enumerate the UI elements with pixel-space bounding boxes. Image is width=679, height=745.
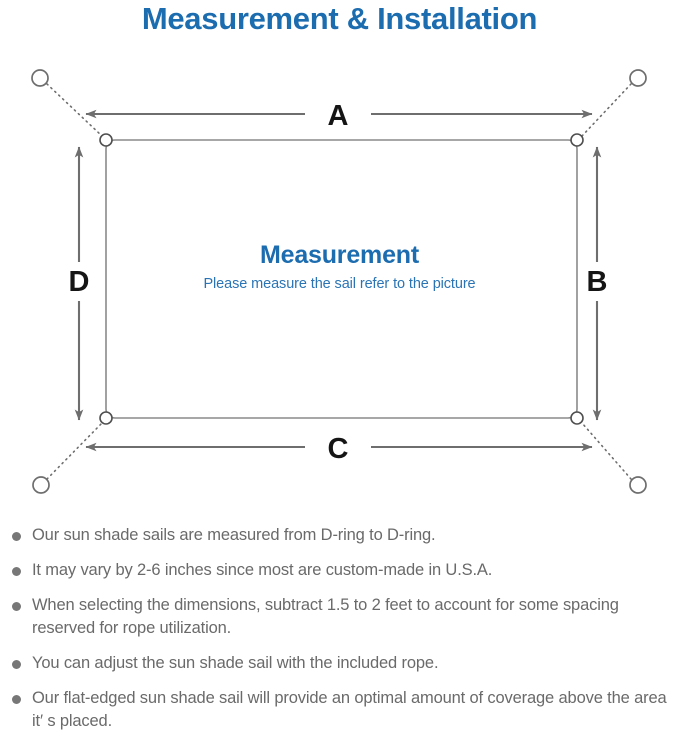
list-item: You can adjust the sun shade sail with t… [0, 652, 679, 675]
dimension-c-label: C [328, 433, 349, 465]
anchor-bottom-left-icon [32, 476, 50, 494]
list-item: Our flat-edged sun shade sail will provi… [0, 687, 679, 733]
note-text: You can adjust the sun shade sail with t… [32, 654, 439, 672]
rope-top-left [46, 83, 103, 137]
d-ring-top-right-icon [570, 133, 584, 147]
page-title: Measurement & Installation [141, 1, 538, 36]
rope-lines [46, 83, 632, 480]
anchor-points [31, 69, 647, 494]
list-item: Our sun shade sails are measured from D-… [0, 524, 679, 547]
sail-measurement-diagram: A C D B [0, 48, 679, 518]
anchor-top-left-icon [31, 69, 49, 87]
list-item: It may vary by 2-6 inches since most are… [0, 559, 679, 582]
d-ring-bottom-left-icon [99, 411, 113, 425]
rope-bottom-right [581, 422, 632, 480]
shade-sail-body [105, 139, 578, 419]
dimension-d-label: D [69, 266, 90, 298]
rope-bottom-left [46, 422, 103, 480]
d-ring-top-left-icon [99, 133, 113, 147]
anchor-bottom-right-icon [629, 476, 647, 494]
note-text: Our flat-edged sun shade sail will provi… [32, 689, 667, 730]
dimension-b-label: B [587, 266, 608, 298]
notes-list: Our sun shade sails are measured from D-… [0, 524, 679, 745]
bullet-icon [12, 602, 21, 611]
bullet-icon [12, 660, 21, 669]
d-rings [99, 133, 584, 425]
note-text: Our sun shade sails are measured from D-… [32, 526, 436, 544]
bullet-icon [12, 695, 21, 704]
anchor-top-right-icon [629, 69, 647, 87]
note-text: It may vary by 2-6 inches since most are… [32, 561, 493, 579]
list-item: When selecting the dimensions, subtract … [0, 594, 679, 640]
bullet-icon [12, 567, 21, 576]
d-ring-bottom-right-icon [570, 411, 584, 425]
dimension-a-label: A [328, 100, 349, 132]
rope-top-right [581, 83, 632, 137]
note-text: When selecting the dimensions, subtract … [32, 596, 619, 637]
bullet-icon [12, 532, 21, 541]
